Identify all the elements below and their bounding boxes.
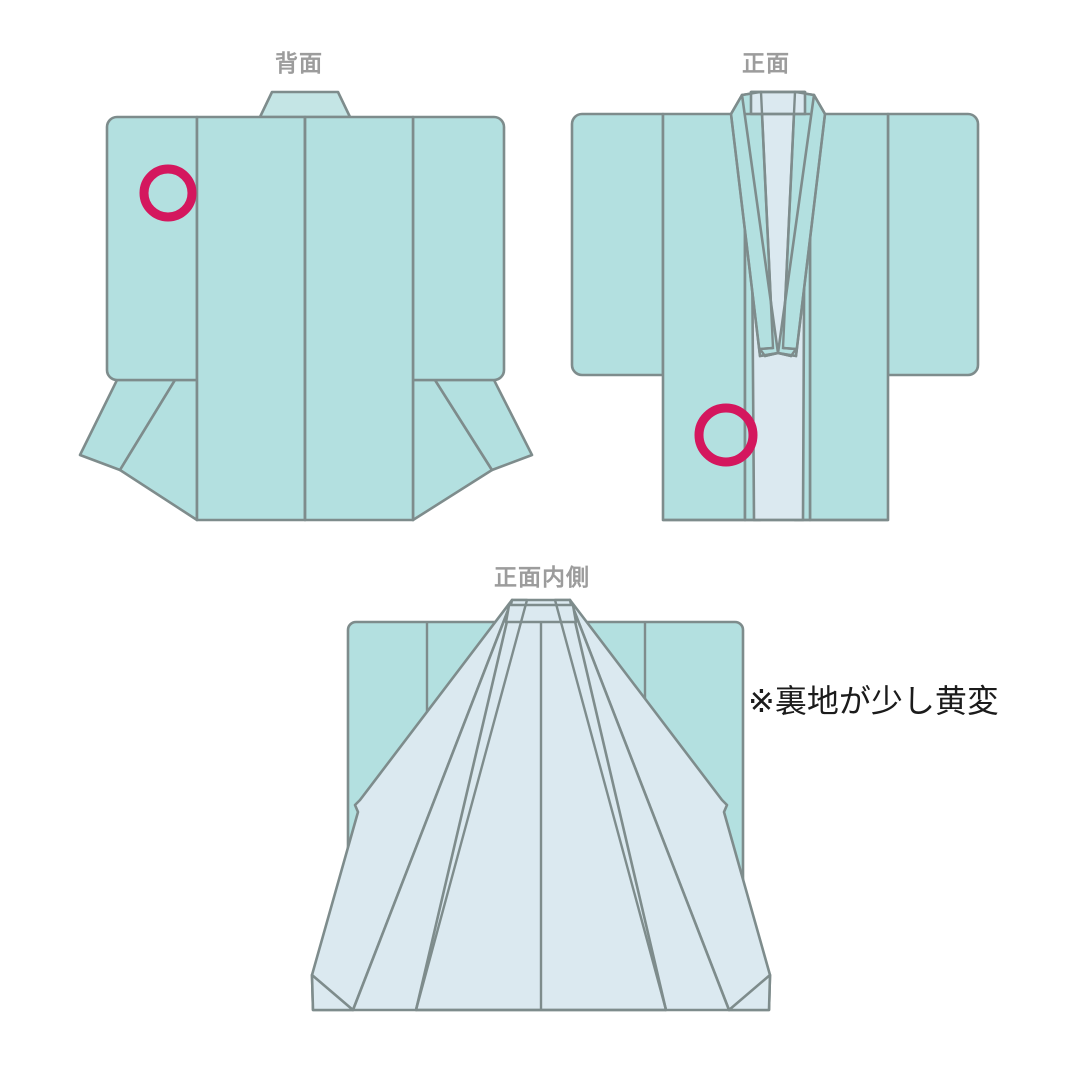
- back-left-sleeve: [105, 115, 199, 382]
- inner-right-fold-line: [553, 599, 668, 1011]
- flaw-marker-front[interactable]: [694, 403, 758, 467]
- flaw-marker-back[interactable]: [139, 164, 197, 222]
- lining-yellowing-note: ※裏地が少し黄変: [748, 683, 999, 719]
- front-collar-outline-right: [777, 90, 827, 358]
- diagram-label-front: 正面: [742, 50, 790, 76]
- front-collar-notch-right: [782, 346, 797, 351]
- back-right-sleeve: [411, 115, 506, 382]
- front-collar-notch-left: [759, 346, 774, 351]
- front-left-sleeve: [570, 112, 665, 377]
- diagram-label-front-inner: 正面内側: [494, 564, 590, 590]
- inner-left-hem-wedge: [310, 973, 355, 1012]
- diagram-label-back: 背面: [275, 50, 323, 76]
- inner-right-hem-wedge: [727, 973, 772, 1012]
- front-right-sleeve: [886, 112, 980, 377]
- front-collar-outline-left: [729, 90, 779, 358]
- inner-neck-block: [504, 603, 578, 624]
- inner-left-fold-line: [414, 599, 529, 1011]
